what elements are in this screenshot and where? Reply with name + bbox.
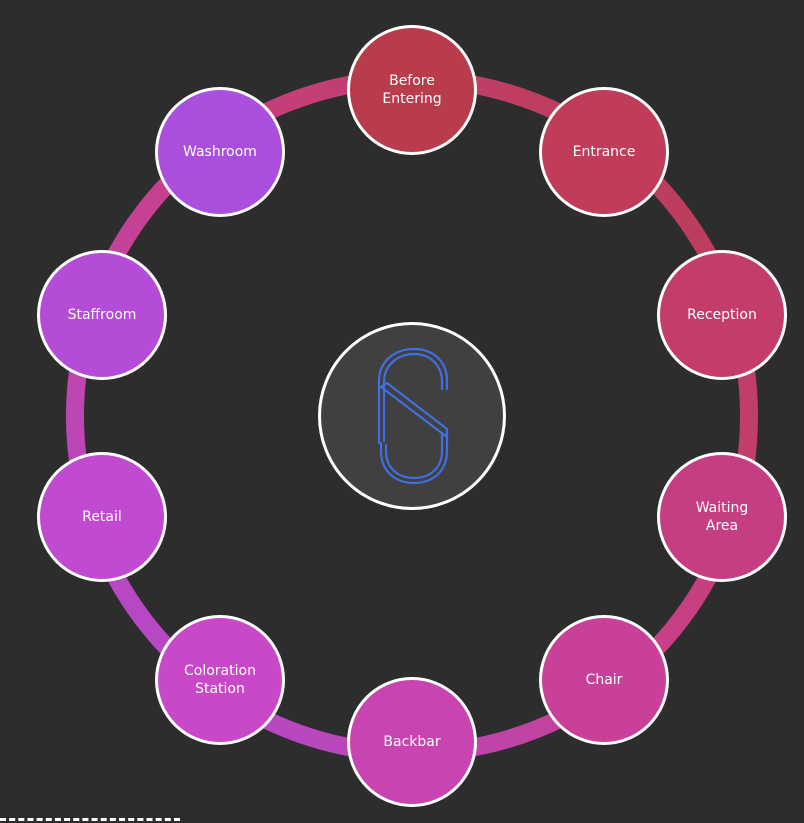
node-waiting-area[interactable]: Waiting Area: [657, 452, 787, 582]
dashed-divider: [0, 818, 180, 821]
node-retail[interactable]: Retail: [37, 452, 167, 582]
node-staffroom[interactable]: Staffroom: [37, 250, 167, 380]
node-reception[interactable]: Reception: [657, 250, 787, 380]
node-before-entering[interactable]: Before Entering: [347, 25, 477, 155]
node-washroom[interactable]: Washroom: [155, 87, 285, 217]
node-backbar[interactable]: Backbar: [347, 677, 477, 807]
node-entrance[interactable]: Entrance: [539, 87, 669, 217]
s-monogram-logo-icon: [377, 347, 449, 485]
node-chair[interactable]: Chair: [539, 615, 669, 745]
center-logo-hub: [318, 322, 506, 510]
node-coloration-station[interactable]: Coloration Station: [155, 615, 285, 745]
